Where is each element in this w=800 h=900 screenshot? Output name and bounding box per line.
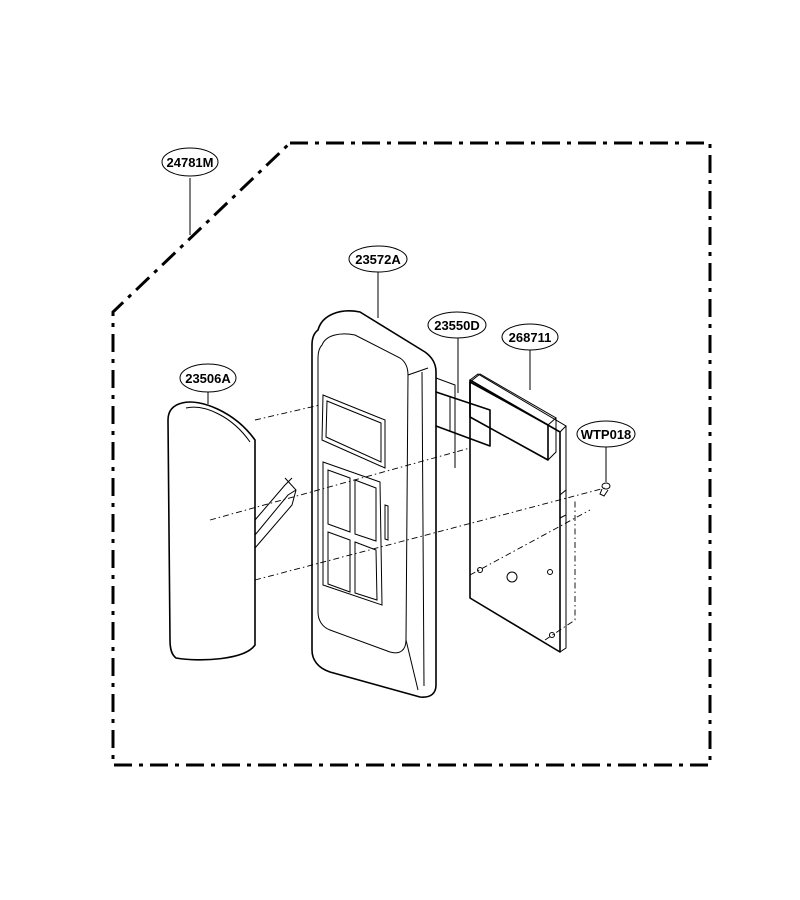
- svg-text:23550D: 23550D: [434, 318, 480, 333]
- label-23572A: 23572A: [348, 245, 408, 273]
- label-23550D: 23550D: [427, 311, 487, 339]
- ribbon-cable-part[interactable]: [435, 391, 491, 447]
- membrane-switch-part[interactable]: [167, 401, 297, 661]
- svg-text:23572A: 23572A: [355, 252, 401, 267]
- svg-text:WTP018: WTP018: [581, 427, 632, 442]
- assembly-boundary: [111, 141, 712, 767]
- svg-text:268711: 268711: [509, 330, 552, 345]
- leader-lines: [189, 178, 607, 482]
- label-24781M: 24781M: [161, 147, 219, 177]
- label-268711: 268711: [501, 323, 559, 351]
- alignment-lines: [209, 404, 606, 641]
- svg-text:24781M: 24781M: [167, 155, 214, 170]
- label-23506A: 23506A: [179, 363, 237, 393]
- circuit-board-part[interactable]: [469, 373, 567, 653]
- svg-text:23506A: 23506A: [185, 371, 231, 386]
- control-panel-housing-part[interactable]: [311, 310, 456, 698]
- screw-part[interactable]: [599, 482, 611, 497]
- label-WTP018: WTP018: [576, 420, 636, 448]
